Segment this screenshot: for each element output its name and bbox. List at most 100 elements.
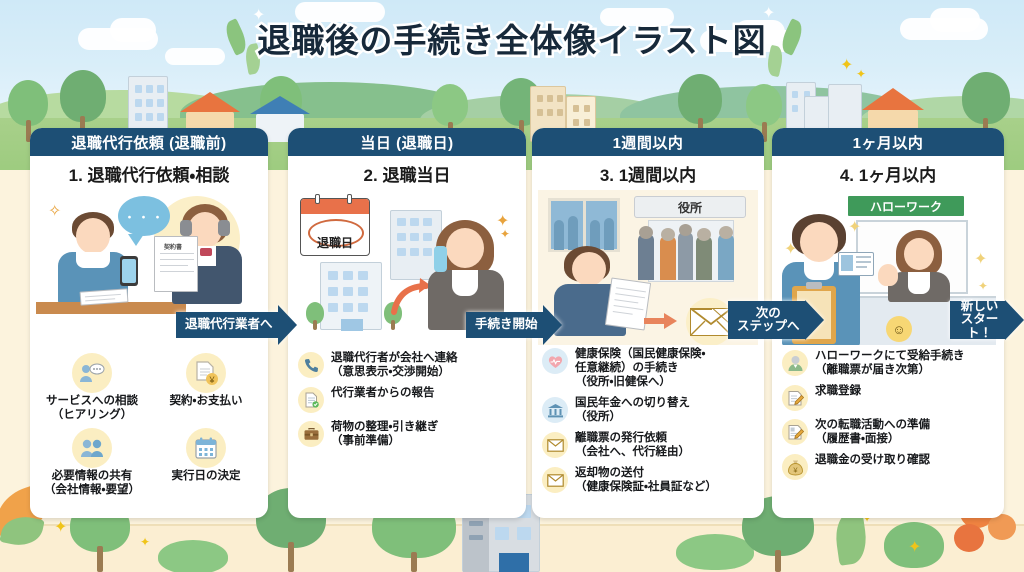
- transition-arrow-icon: [391, 278, 430, 315]
- step-3-item-1[interactable]: 健康保険（国民健康保険・ 任意継続）の手続き （役所・旧健保へ）: [542, 347, 756, 389]
- step-2-illustration: 退職日: [294, 190, 520, 345]
- phone-icon: [298, 352, 324, 378]
- sparkle-icon: ✦: [862, 511, 873, 525]
- step-4-items: ハローワークにて受給手続き （離職票が届き次第） 求職登録: [772, 345, 1004, 481]
- sparkle-icon: ✦: [856, 67, 867, 81]
- step-4-item-4-label: 退職金の受け取り確認: [815, 454, 930, 467]
- cloud-icon: [110, 18, 156, 42]
- person-badge-icon: [782, 350, 808, 376]
- step-2-item-2-label: 代行業者からの報告: [331, 387, 435, 400]
- arrow-3-tip: [804, 300, 824, 340]
- step-3-item-4-label: 返却物の送付 （健康保険証・社員証など）: [575, 467, 717, 494]
- contract-title-text: 契約書: [164, 245, 183, 251]
- speech-bubble-icon: ・・・: [118, 196, 170, 236]
- tree-icon: [676, 534, 754, 572]
- step-4-item-2[interactable]: 求職登録: [782, 384, 996, 412]
- money-bag-icon: ¥: [782, 454, 808, 481]
- step-2-header: 当日 (退職日): [288, 128, 526, 156]
- envelope-icon: [542, 432, 568, 459]
- step-3-item-2[interactable]: 国民年金への切り替え （役所）: [542, 396, 756, 424]
- document-check-icon: [298, 387, 324, 414]
- resume-pencil-icon: [782, 419, 808, 446]
- step-2-item-3[interactable]: 荷物の整理・引き継ぎ （事前準備）: [298, 420, 518, 448]
- step-1-subtitle: 1. 退職代行依頼・相談: [68, 165, 230, 185]
- hellowork-sign-label: ハローワーク: [869, 199, 942, 214]
- cloud-icon: [165, 48, 225, 65]
- step-1-item-2[interactable]: ¥ 契約・お支払い: [150, 353, 262, 422]
- city-hall-sign-label: 役所: [677, 200, 702, 215]
- cloud-icon: [600, 8, 674, 26]
- step-1-item-3-label: 必要情報の共有 （会社情報・要望）: [44, 470, 140, 496]
- sparkle-icon: ✦: [840, 57, 854, 74]
- sparkle-icon: ✦: [496, 213, 510, 230]
- step-2-item-3-label: 荷物の整理・引き継ぎ （事前準備）: [331, 421, 439, 448]
- step-3-items: 健康保険（国民健康保険・ 任意継続）の手続き （役所・旧健保へ） 国民年金への切…: [532, 345, 764, 494]
- client-head: [76, 218, 110, 254]
- city-hall-sign: 役所: [634, 196, 746, 218]
- staff-head: [904, 238, 934, 270]
- resignation-date-calendar: 退職日: [300, 194, 370, 256]
- sparkle-icon: ✦: [252, 7, 266, 24]
- step-card-3[interactable]: 1週間以内 3. 1週間以内 役所: [532, 128, 764, 518]
- step-3-header: 1週間以内: [532, 128, 764, 156]
- briefcase-icon: [298, 421, 324, 448]
- step-card-2[interactable]: 当日 (退職日) 2. 退職当日 退職日: [288, 128, 526, 518]
- sparkle-icon: ✦: [762, 5, 776, 22]
- flower-icon: [954, 524, 984, 552]
- office-building-icon: [320, 262, 382, 331]
- sparkle-icon: ✦: [908, 539, 922, 556]
- step-2-item-2[interactable]: 代行業者からの報告: [298, 386, 518, 414]
- step-3-item-2-label: 国民年金への切り替え （役所）: [575, 397, 690, 424]
- tree-icon: [306, 302, 324, 330]
- arrow-step1-to-step2: 退職代行業者へ: [176, 305, 297, 345]
- cloud-icon: [735, 20, 785, 44]
- step-2-item-1[interactable]: 退職代行者が会社へ連絡 （意思表示・交渉開始）: [298, 351, 518, 379]
- cloud-icon: [930, 8, 980, 32]
- send-arrow-icon: [644, 313, 677, 329]
- speech-bubble-text: ・・・: [122, 209, 165, 225]
- step-1-item-3[interactable]: 必要情報の共有 （会社情報・要望）: [36, 428, 148, 497]
- svg-text:¥: ¥: [208, 375, 215, 385]
- arrow-4-label: 新しい スタート！: [950, 300, 1005, 339]
- arrow-1-tip: [277, 305, 297, 345]
- queue-person: [696, 236, 712, 280]
- arrow-step2-to-step3: 手続き開始: [466, 305, 562, 345]
- queue-person: [718, 234, 734, 280]
- arrow-step4-finish: 新しい スタート！: [950, 300, 1024, 340]
- arrow-4-tip: [1005, 300, 1024, 340]
- page-title: 退職後の手続き全体像イラスト図: [255, 20, 768, 62]
- calendar-label: 退職日: [316, 235, 353, 250]
- step-4-item-3[interactable]: 次の転職活動への準備 （履歴書・面接）: [782, 418, 996, 446]
- date-circle-mark: [308, 219, 364, 247]
- sparkle-icon: ✦: [784, 241, 798, 258]
- sparkle-icon: ✦: [500, 227, 511, 241]
- sparkle-icon: ✦: [974, 251, 988, 268]
- step-1-items: サービスへの相談 （ヒアリング） ¥ 契約・お支払い: [30, 345, 268, 497]
- step-3-item-1-label: 健康保険（国民健康保険・ 任意継続）の手続き （役所・旧健保へ）: [575, 348, 706, 389]
- step-3-item-4[interactable]: 返却物の送付 （健康保険証・社員証など）: [542, 466, 756, 494]
- step-3-item-3[interactable]: 離職票の発行依頼 （会社へ、代行経由）: [542, 431, 756, 459]
- calendar-icon: [186, 428, 226, 469]
- smiley-icon: ☺: [886, 316, 912, 342]
- step-1-item-1-label: サービスへの相談 （ヒアリング）: [46, 395, 138, 421]
- tree-icon: [744, 84, 784, 142]
- step-4-item-1-label: ハローワークにて受給手続き （離職票が届き次第）: [815, 350, 965, 377]
- man-head: [572, 252, 606, 286]
- svg-text:¥: ¥: [793, 465, 798, 474]
- step-1-item-4[interactable]: 実行日の決定: [150, 428, 262, 497]
- sparkle-icon: ✦: [54, 519, 68, 536]
- woman-head: [446, 228, 484, 268]
- envelope-icon: [542, 467, 568, 494]
- step-4-item-1[interactable]: ハローワークにて受給手続き （離職票が届き次第）: [782, 349, 996, 377]
- tree-icon: [158, 540, 228, 572]
- jobseeker-head: [800, 222, 838, 262]
- step-1-item-1[interactable]: サービスへの相談 （ヒアリング）: [36, 353, 148, 422]
- cloud-icon: [295, 2, 385, 22]
- step-1-item-2-label: 契約・お支払い: [169, 395, 243, 407]
- step-1-item-4-label: 実行日の決定: [171, 470, 241, 483]
- flower-icon: [988, 514, 1016, 540]
- step-4-item-4[interactable]: ¥ 退職金の受け取り確認: [782, 453, 996, 481]
- queue-person: [638, 234, 654, 280]
- step-3-item-3-label: 離職票の発行依頼 （会社へ、代行経由）: [575, 432, 690, 459]
